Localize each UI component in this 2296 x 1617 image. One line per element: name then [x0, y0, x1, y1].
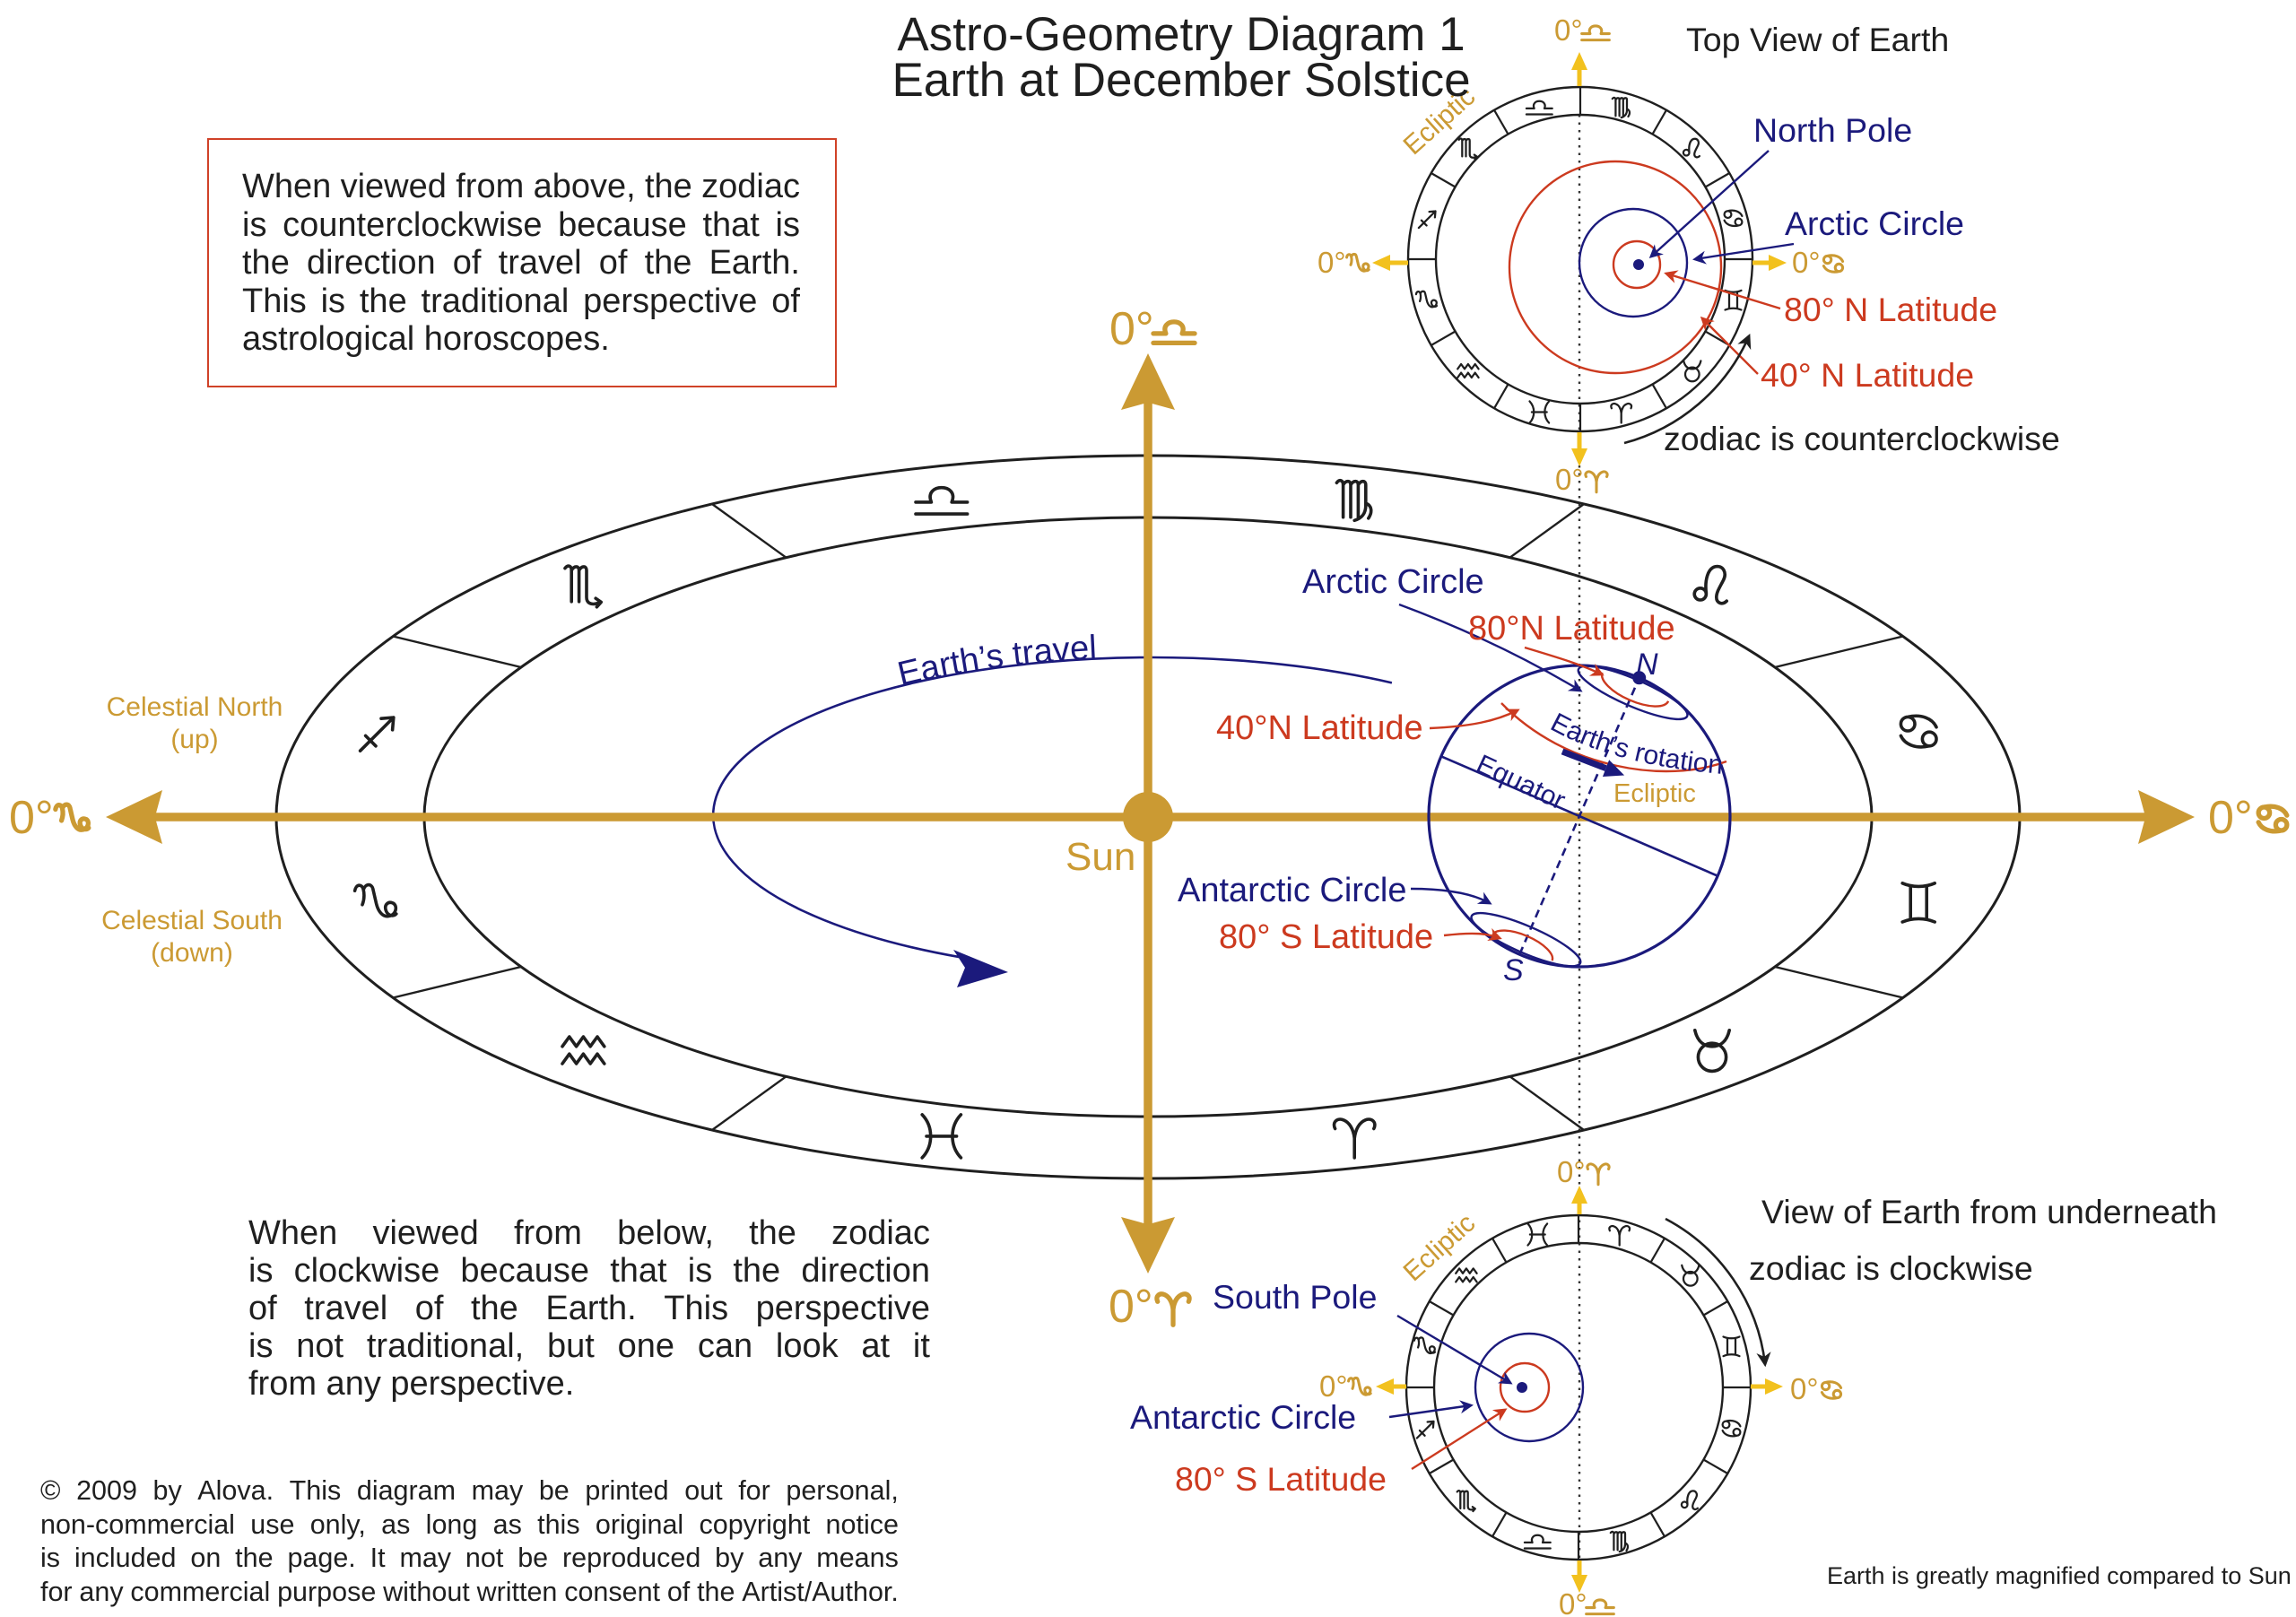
- svg-text:S: S: [1503, 953, 1524, 987]
- svg-text:0°: 0°: [1109, 1281, 1153, 1333]
- svg-text:North Pole: North Pole: [1753, 111, 1912, 149]
- svg-text:0°: 0°: [1319, 1369, 1348, 1403]
- svg-text:0°: 0°: [1790, 1372, 1819, 1405]
- svg-text:Ecliptic: Ecliptic: [1613, 779, 1696, 808]
- svg-text:(down): (down): [151, 938, 233, 968]
- svg-text:0°: 0°: [1109, 303, 1154, 355]
- svg-text:80° N Latitude: 80° N Latitude: [1784, 291, 1997, 328]
- svg-text:Antarctic Circle: Antarctic Circle: [1130, 1398, 1356, 1436]
- svg-text:zodiac is counterclockwise: zodiac is counterclockwise: [1664, 420, 2060, 457]
- svg-text:80° S Latitude: 80° S Latitude: [1175, 1460, 1387, 1498]
- svg-text:Top View of Earth: Top View of Earth: [1686, 21, 1949, 58]
- svg-text:0°: 0°: [1554, 13, 1583, 47]
- svg-text:N: N: [1636, 648, 1658, 682]
- svg-text:0°: 0°: [1792, 246, 1821, 279]
- svg-text:80° S Latitude: 80° S Latitude: [1219, 918, 1433, 956]
- svg-text:(up): (up): [170, 725, 218, 754]
- svg-text:40°N Latitude: 40°N Latitude: [1216, 709, 1423, 747]
- svg-text:Arctic Circle: Arctic Circle: [1785, 204, 1964, 242]
- svg-text:0°: 0°: [1559, 1587, 1587, 1617]
- svg-text:Sun: Sun: [1065, 835, 1135, 879]
- svg-text:0°: 0°: [9, 792, 54, 844]
- svg-text:Celestial South: Celestial South: [101, 906, 283, 935]
- svg-text:40° N Latitude: 40° N Latitude: [1761, 356, 1974, 394]
- svg-text:0°: 0°: [1318, 246, 1346, 279]
- svg-text:80°N Latitude: 80°N Latitude: [1468, 610, 1675, 648]
- svg-text:Antarctic Circle: Antarctic Circle: [1178, 872, 1407, 909]
- svg-text:Celestial North: Celestial North: [107, 692, 283, 722]
- svg-text:0°: 0°: [1557, 1155, 1586, 1188]
- svg-text:View of Earth from underneath: View of Earth from underneath: [1761, 1193, 2217, 1230]
- svg-text:0°: 0°: [1555, 463, 1584, 496]
- svg-text:zodiac is clockwise: zodiac is clockwise: [1749, 1249, 2033, 1287]
- svg-text:0°: 0°: [2208, 792, 2253, 844]
- svg-text:South Pole: South Pole: [1213, 1278, 1377, 1316]
- svg-text:Earth is greatly magnified com: Earth is greatly magnified compared to S…: [1827, 1562, 2292, 1589]
- svg-text:Arctic Circle: Arctic Circle: [1302, 563, 1484, 601]
